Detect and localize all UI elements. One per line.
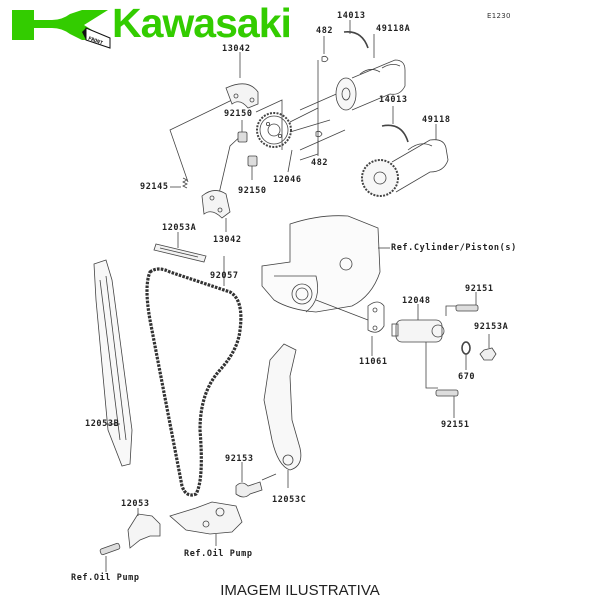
part-label-49118A[interactable]: 49118A xyxy=(376,24,411,34)
part-label-13042-top[interactable]: 13042 xyxy=(222,44,251,54)
part-label-13042-bottom[interactable]: 13042 xyxy=(213,235,242,245)
part-label-92151-bottom[interactable]: 92151 xyxy=(441,420,470,430)
ref-label-oil-pump-left[interactable]: Ref.Oil Pump xyxy=(71,573,140,583)
part-label-92150-a[interactable]: 92150 xyxy=(224,109,253,119)
part-label-14013-mid[interactable]: 14013 xyxy=(379,95,408,105)
part-label-14013-top[interactable]: 14013 xyxy=(337,11,366,21)
part-label-49118[interactable]: 49118 xyxy=(422,115,451,125)
diagram-code: E1230 xyxy=(487,12,511,20)
part-label-92151-top[interactable]: 92151 xyxy=(465,284,494,294)
part-label-92145[interactable]: 92145 xyxy=(140,182,169,192)
ref-label-oil-pump-mid[interactable]: Ref.Oil Pump xyxy=(184,549,253,559)
part-label-92150-b[interactable]: 92150 xyxy=(238,186,267,196)
part-label-92153[interactable]: 92153 xyxy=(225,454,254,464)
part-label-12053A[interactable]: 12053A xyxy=(162,223,197,233)
part-label-92153A[interactable]: 92153A xyxy=(474,322,509,332)
part-label-11061[interactable]: 11061 xyxy=(359,357,388,367)
brand-logo: Kawasaki xyxy=(112,0,292,46)
part-label-670[interactable]: 670 xyxy=(458,372,476,382)
part-label-92057[interactable]: 92057 xyxy=(210,271,239,281)
part-label-12046[interactable]: 12046 xyxy=(273,175,302,185)
part-label-12053[interactable]: 12053 xyxy=(121,499,150,509)
svg-text:FRONT: FRONT xyxy=(87,36,103,47)
ref-label-cylinder-piston[interactable]: Ref.Cylinder/Piston(s) xyxy=(391,243,517,253)
illustrative-image-caption: IMAGEM ILUSTRATIVA xyxy=(220,582,380,599)
part-label-12048[interactable]: 12048 xyxy=(402,296,431,306)
part-label-12053B[interactable]: 12053B xyxy=(85,419,120,429)
part-label-12053C[interactable]: 12053C xyxy=(272,495,307,505)
part-label-482-top[interactable]: 482 xyxy=(316,26,334,36)
part-label-482-mid[interactable]: 482 xyxy=(311,158,329,168)
front-arrow-icon: FRONT xyxy=(82,27,111,49)
